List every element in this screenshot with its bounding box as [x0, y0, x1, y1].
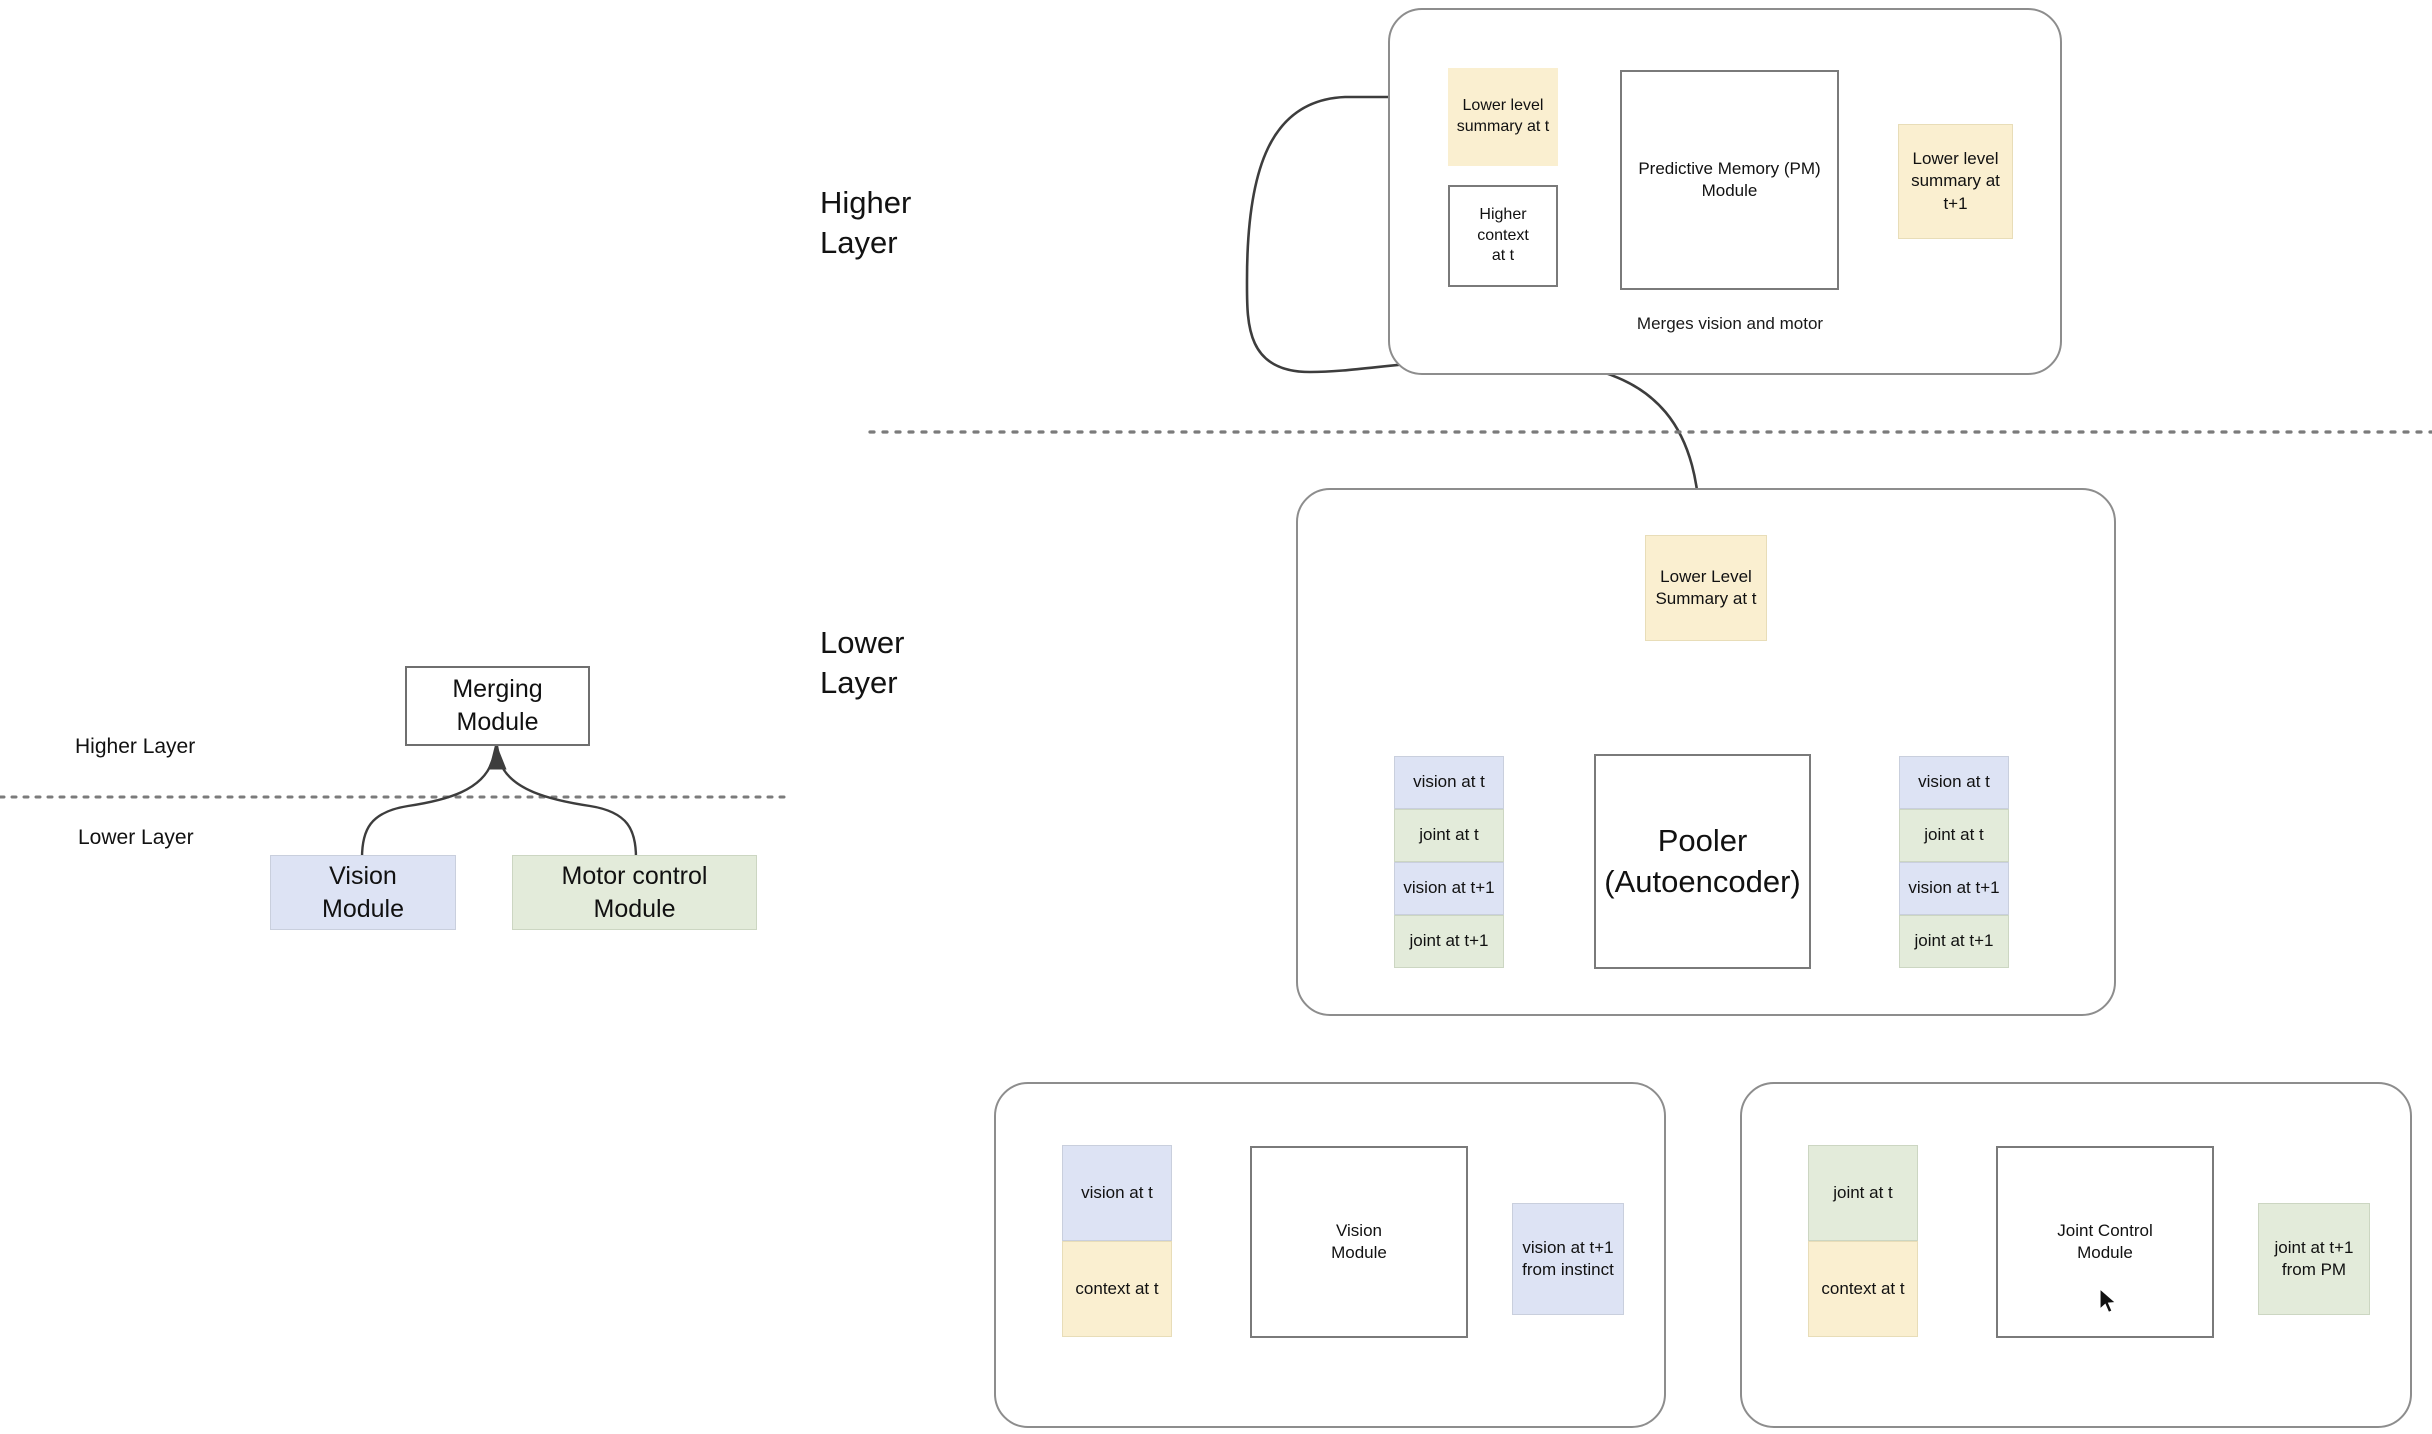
vision-module-line1: Vision [1336, 1220, 1382, 1240]
higher-output-lower-summary-t1: Lower level summary at t+1 [1898, 124, 2013, 239]
vision-module-left-box: Vision Module [270, 855, 456, 930]
higher-layer-label-line2: Layer [820, 225, 898, 260]
higher-layer-label: Higher Layer [820, 178, 1020, 268]
vision-to-merging-curve [360, 745, 498, 859]
joint-module-line2: Module [2077, 1243, 2133, 1262]
pooler-output-vision-t: vision at t [1899, 756, 2009, 809]
motor-module-line2: Module [593, 894, 676, 923]
joint-output-line2: from PM [2281, 1260, 2347, 1279]
merging-module-line2: Module [456, 708, 539, 736]
pooler-line1: Pooler [1657, 822, 1748, 858]
pooler-input-joint-t1: joint at t+1 [1394, 915, 1504, 968]
vision-module-left-line2: Module [322, 894, 404, 923]
pooler-output-joint-t: joint at t [1899, 809, 2009, 862]
motor-module-line1: Motor control [561, 862, 708, 890]
predictive-memory-module: Predictive Memory (PM) Module [1620, 70, 1839, 290]
pm-module-line1: Predictive Memory (PM) [1638, 158, 1821, 178]
left-lower-layer-label: Lower Layer [78, 826, 194, 849]
mouse-pointer-icon [2099, 1288, 2117, 1314]
lower-layer-label-line1: Lower [820, 625, 905, 661]
pooler-input-vision-t: vision at t [1394, 756, 1504, 809]
lower-summary-line1: Lower Level [1660, 566, 1752, 586]
vision-output-line2: from instinct [1522, 1260, 1614, 1279]
vision-input-context-t: context at t [1062, 1241, 1172, 1337]
joint-input-joint-t: joint at t [1808, 1145, 1918, 1241]
vision-output-line1: vision at t+1 [1522, 1237, 1614, 1257]
vision-module-box: Vision Module [1250, 1146, 1468, 1338]
joint-module-line1: Joint Control [2057, 1220, 2153, 1240]
pooler-line2: (Autoencoder) [1604, 863, 1801, 899]
higher-layer-label-line1: Higher [820, 185, 912, 221]
vision-input-vision-t: vision at t [1062, 1145, 1172, 1241]
higher-layer-caption: Merges vision and motor [1636, 314, 1824, 333]
pooler-output-joint-t1: joint at t+1 [1899, 915, 2009, 968]
pooler-module: Pooler (Autoencoder) [1594, 754, 1811, 969]
joint-output-line1: joint at t+1 [2274, 1237, 2354, 1257]
higher-input-higher-context: Higher context at t [1448, 185, 1558, 287]
joint-output-box: joint at t+1 from PM [2258, 1203, 2370, 1315]
vision-output-box: vision at t+1 from instinct [1512, 1203, 1624, 1315]
lower-layer-label: Lower Layer [820, 618, 1020, 708]
pm-module-line2: Module [1701, 181, 1758, 200]
lower-layer-label-line2: Layer [820, 665, 898, 700]
merging-module-box: Merging Module [405, 666, 590, 746]
motor-to-merging-curve [495, 745, 638, 859]
pooler-input-vision-t1: vision at t+1 [1394, 862, 1504, 915]
joint-input-context-t: context at t [1808, 1241, 1918, 1337]
motor-control-module-box: Motor control Module [512, 855, 757, 930]
merging-module-line1: Merging [452, 675, 543, 703]
pooler-input-joint-t: joint at t [1394, 809, 1504, 862]
lower-level-summary-box: Lower Level Summary at t [1645, 535, 1767, 641]
higher-input-lower-summary: Lower level summary at t [1448, 68, 1558, 166]
pooler-output-vision-t1: vision at t+1 [1899, 862, 2009, 915]
joint-control-module-box: Joint Control Module [1996, 1146, 2214, 1338]
lower-summary-line2: Summary at t [1655, 589, 1757, 608]
vision-module-line2: Module [1331, 1243, 1387, 1262]
left-higher-layer-label: Higher Layer [75, 735, 196, 758]
vision-module-left-line1: Vision [329, 862, 397, 890]
